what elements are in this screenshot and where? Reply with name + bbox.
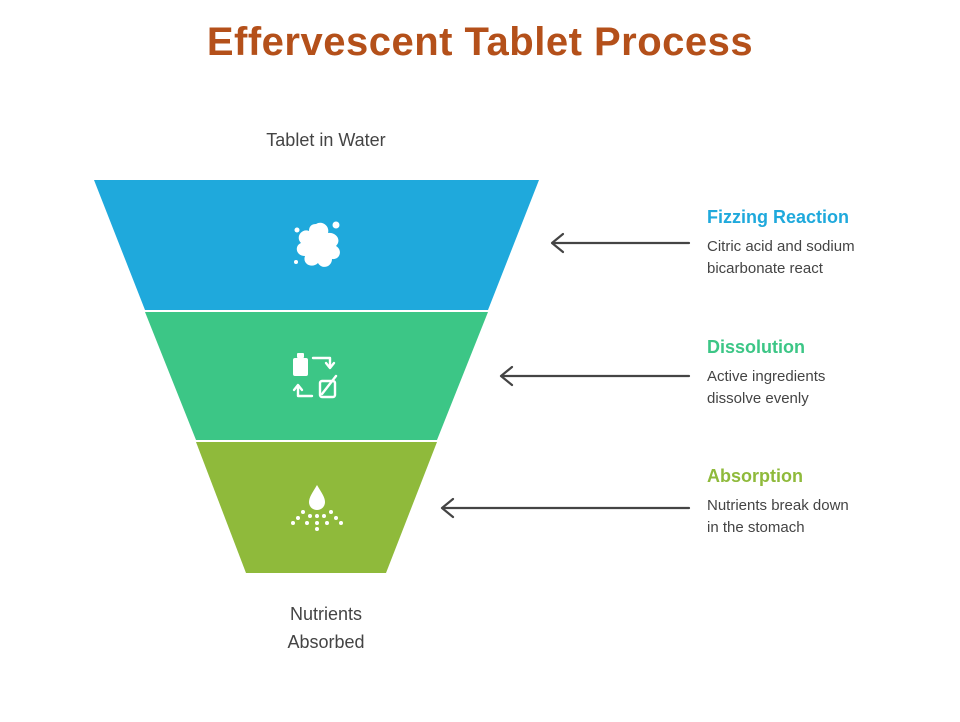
splash-icon	[294, 221, 340, 267]
description-line: dissolve evenly	[707, 390, 809, 407]
step-description: Nutrients break down in the stomach	[707, 495, 947, 539]
step-title: Absorption	[707, 466, 803, 486]
step-absorption: Absorption Nutrients break down in the s…	[707, 466, 947, 539]
arrow-fizzing	[550, 232, 691, 254]
funnel-stage-dissolution	[145, 312, 488, 440]
funnel-bottom-label: Nutrients Absorbed	[226, 600, 426, 656]
step-title: Fizzing Reaction	[707, 207, 850, 227]
step-fizzing-reaction: Fizzing Reaction Citric acid and sodium …	[707, 207, 947, 280]
description-line: in the stomach	[707, 519, 805, 536]
description-line: Nutrients break down	[707, 497, 849, 514]
bottom-label-line: Absorbed	[287, 632, 365, 652]
page-title: Effervescent Tablet Process	[206, 20, 754, 64]
step-description: Active ingredients dissolve evenly	[707, 366, 947, 410]
arrow-dissolution	[499, 365, 691, 387]
bottom-label-line: Nutrients	[289, 604, 363, 624]
description-line: bicarbonate react	[707, 260, 823, 277]
description-line: Active ingredients	[707, 368, 826, 385]
step-description: Citric acid and sodium bicarbonate react	[707, 236, 947, 280]
drop-sprinkle-icon	[291, 485, 343, 531]
step-dissolution: Dissolution Active ingredients dissolve …	[707, 337, 947, 410]
arrow-absorption	[440, 497, 691, 519]
step-title: Dissolution	[707, 337, 805, 357]
description-line: Citric acid and sodium	[707, 238, 855, 255]
funnel-top-label: Tablet in Water	[266, 130, 386, 150]
exchange-icon	[292, 353, 338, 399]
